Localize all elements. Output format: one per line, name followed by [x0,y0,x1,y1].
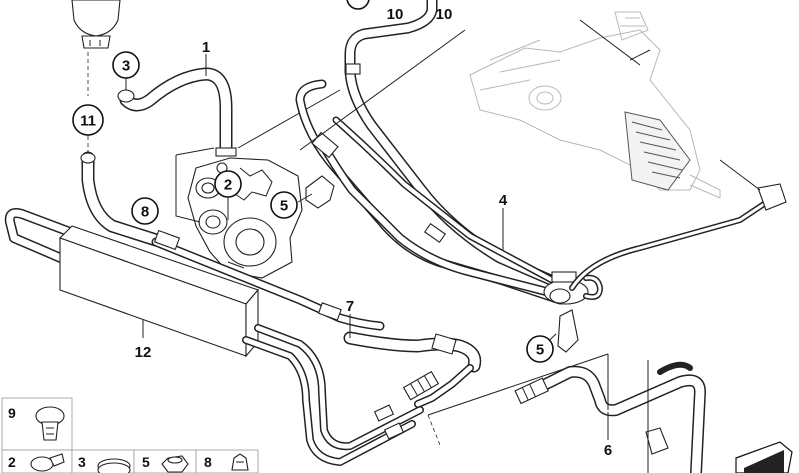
callout-6: 6 [604,442,612,459]
svg-text:5: 5 [280,198,288,215]
suction-hose [117,67,237,157]
svg-text:3: 3 [78,454,86,470]
svg-text:4: 4 [499,192,508,209]
steering-rack-icon [469,11,721,199]
hose-clamp-icon [305,175,335,209]
callout-5-lower: 5 [526,335,554,363]
reservoir-icon [71,0,121,49]
callout-3: 3 [112,51,140,79]
leader-lines [87,54,609,440]
svg-text:5: 5 [536,342,544,359]
callout-10-right: 10 [436,6,453,23]
svg-text:12: 12 [135,344,152,361]
callout-11: 11 [72,104,104,136]
svg-text:1: 1 [202,39,210,56]
callout-2: 2 [214,170,242,198]
bolt-icon [161,455,189,473]
svg-text:7: 7 [346,298,354,315]
svg-text:5: 5 [142,454,150,470]
svg-text:8: 8 [141,204,149,221]
svg-text:2: 2 [224,177,232,194]
oil-cooler-icon [4,208,259,358]
hose-clamp-icon [30,453,65,472]
svg-text:9: 9 [8,405,16,421]
svg-text:6: 6 [604,442,612,459]
svg-text:10: 10 [387,6,404,23]
callout-1: 1 [202,39,210,56]
svg-text:8: 8 [204,454,212,470]
callout-10-left: 10 [346,0,404,23]
svg-text:11: 11 [80,113,96,130]
callout-12: 12 [135,344,152,361]
arrow-icon [735,441,793,473]
plug-icon [35,406,65,441]
cable-tie-icon [231,453,249,471]
return-hose [80,151,163,247]
svg-text:3: 3 [122,58,130,75]
callout-4: 4 [499,192,508,209]
parts-legend: 9 2 3 5 8 [1,397,259,473]
return-line-6 [514,360,706,473]
pressure-hoses [295,0,603,305]
callout-8: 8 [131,197,159,225]
ring-clamp-icon [97,458,131,473]
cooler-lines [151,229,482,466]
callout-5-upper: 5 [270,191,298,219]
svg-text:10: 10 [436,6,453,23]
svg-text:2: 2 [8,454,16,470]
rack-feed-line [569,159,787,291]
callout-7: 7 [346,298,354,315]
